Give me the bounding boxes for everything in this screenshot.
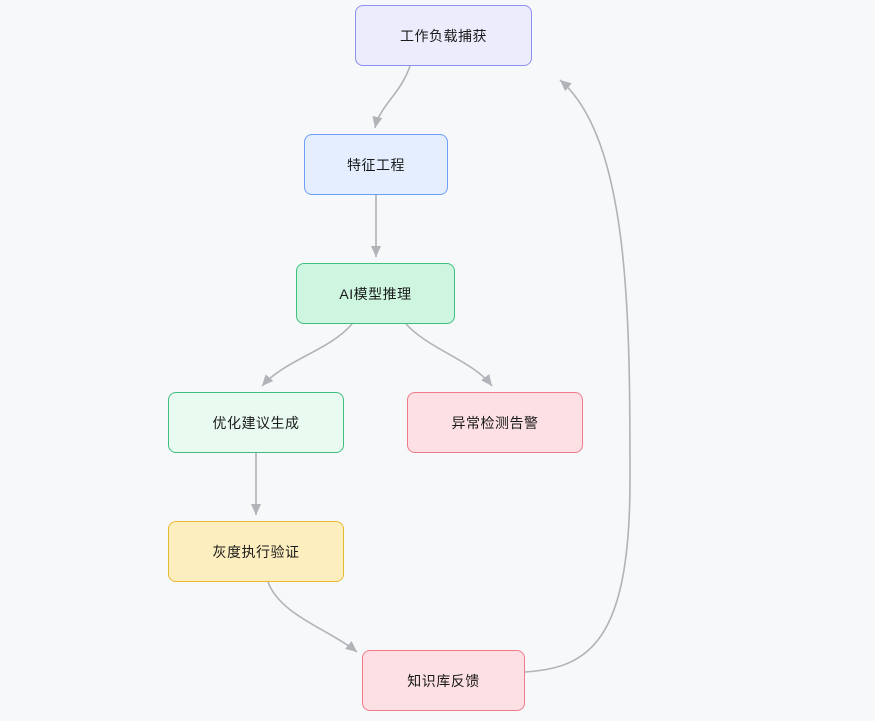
flowchart-node-label: 知识库反馈 bbox=[407, 672, 480, 689]
flowchart-node-label: 特征工程 bbox=[347, 156, 405, 173]
flowchart-edge-workload-capture-to-feature-engineering bbox=[372, 65, 411, 129]
flowchart-edge-knowledge-feedback-to-workload-capture bbox=[524, 79, 631, 673]
flowchart-edge-ai-model-inference-to-optimization-advice bbox=[261, 323, 353, 387]
flowchart-node-anomaly-alert[interactable]: 异常检测告警 bbox=[407, 392, 583, 453]
flowchart-node-label: 灰度执行验证 bbox=[212, 543, 300, 560]
flowchart-node-label: 工作负载捕获 bbox=[400, 27, 487, 44]
flowchart-node-label: 优化建议生成 bbox=[212, 414, 300, 431]
flowchart-node-feature-engineering[interactable]: 特征工程 bbox=[304, 134, 448, 195]
flowchart-edge-ai-model-inference-to-anomaly-alert bbox=[405, 323, 493, 387]
flowchart-node-label: 异常检测告警 bbox=[451, 414, 539, 431]
flowchart-node-label: AI模型推理 bbox=[339, 285, 412, 302]
flowchart-node-optimization-advice[interactable]: 优化建议生成 bbox=[168, 392, 344, 453]
flowchart-edge-canary-validation-to-knowledge-feedback bbox=[267, 581, 358, 653]
flowchart-node-knowledge-feedback[interactable]: 知识库反馈 bbox=[362, 650, 525, 711]
flowchart-node-workload-capture[interactable]: 工作负载捕获 bbox=[355, 5, 532, 66]
flowchart-node-canary-validation[interactable]: 灰度执行验证 bbox=[168, 521, 344, 582]
flowchart-node-ai-model-inference[interactable]: AI模型推理 bbox=[296, 263, 455, 324]
